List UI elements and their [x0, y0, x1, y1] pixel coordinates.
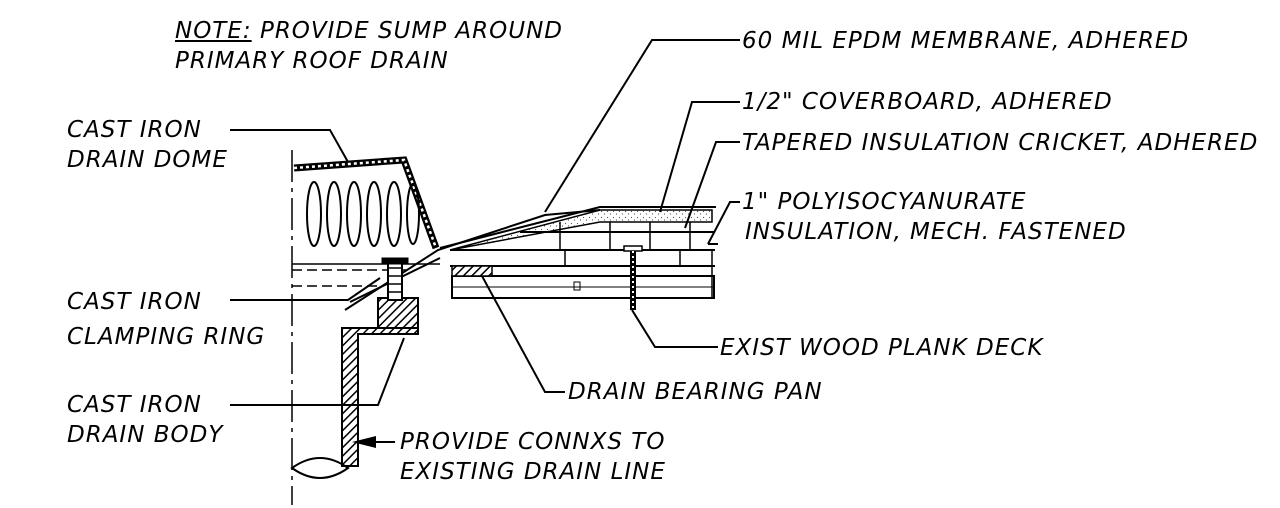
- connxs-label-line-1: PROVIDE CONNXS TO: [400, 429, 666, 455]
- note-line-1: PROVIDE SUMP AROUND: [259, 18, 564, 44]
- membrane-label: 60 MIL EPDM MEMBRANE, ADHERED: [742, 28, 1190, 54]
- insulation-assembly: [439, 206, 718, 299]
- note-prefix: NOTE:: [175, 18, 252, 44]
- drain-dome: [292, 156, 440, 287]
- connxs-label-line-2: EXISTING DRAIN LINE: [400, 459, 666, 485]
- polyiso-label-line-2: INSULATION, MECH. FASTENED: [745, 219, 1127, 245]
- coverboard-label: 1/2" COVERBOARD, ADHERED: [742, 89, 1113, 115]
- drain-bearing-pan: [451, 265, 493, 277]
- leader-lines: [230, 39, 740, 448]
- pan-label: DRAIN BEARING PAN: [568, 379, 823, 405]
- polyiso-label-line-1: 1" POLYISOCYANURATE: [742, 189, 1027, 215]
- insulation-fastener: [623, 245, 643, 310]
- body-label-line-1: CAST IRON: [67, 392, 202, 418]
- deck-label: EXIST WOOD PLANK DECK: [720, 335, 1044, 361]
- dome-label-line-2: DRAIN DOME: [67, 147, 228, 173]
- clamp-label-line-1: CAST IRON: [67, 289, 202, 315]
- dome-label-line-1: CAST IRON: [67, 117, 202, 143]
- note-line-2: PRIMARY ROOF DRAIN: [175, 48, 449, 74]
- note-text: NOTE: PROVIDE SUMP AROUND: [175, 19, 563, 43]
- drain-body: [290, 327, 419, 479]
- cricket-label: TAPERED INSULATION CRICKET, ADHERED: [742, 130, 1259, 156]
- clamp-label-line-2: CLAMPING RING: [67, 324, 266, 350]
- body-label-line-2: DRAIN BODY: [67, 422, 224, 448]
